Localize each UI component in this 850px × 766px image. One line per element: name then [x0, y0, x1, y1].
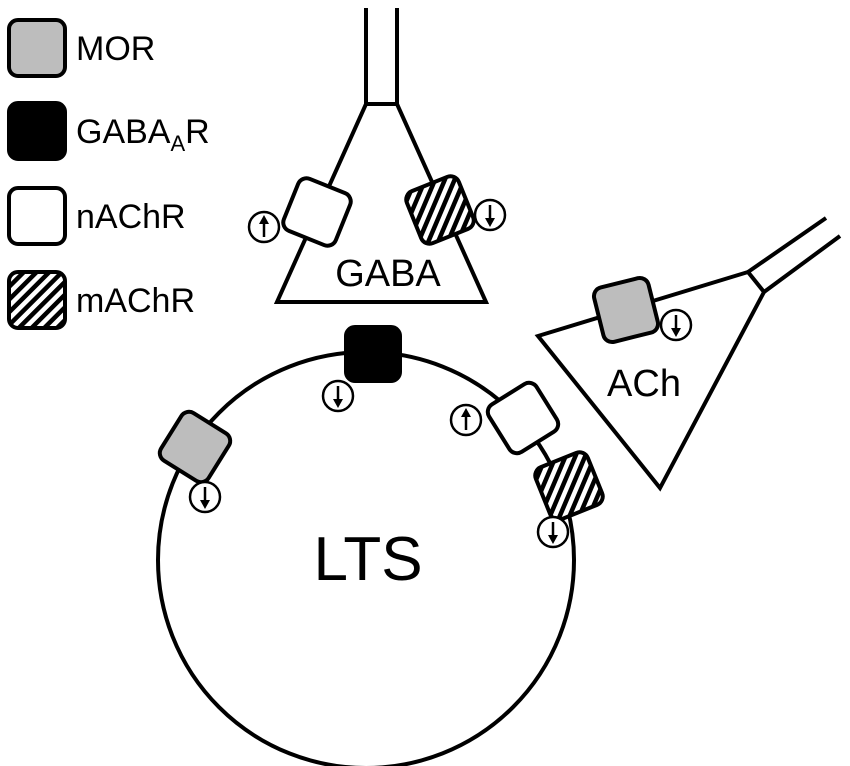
ach-axon: [746, 216, 842, 294]
legend-nachr-label: nAChR: [76, 198, 186, 236]
up-arrow-head: [461, 408, 471, 417]
down-arrow-head: [548, 535, 558, 544]
receptor-lts-mor: [157, 409, 233, 514]
up-arrow-head: [259, 215, 269, 224]
legend-mor-swatch: [7, 18, 67, 78]
receptor-lts-nachr: [449, 380, 561, 456]
machr-receptor: [404, 174, 476, 246]
legend-machr-swatch: [7, 270, 67, 330]
gaba-axon: [364, 8, 399, 104]
ach-terminal-label: ACh: [607, 363, 681, 405]
gaba-terminal-label: GABA: [335, 253, 441, 295]
down-arrow-head: [485, 218, 495, 227]
legend-gabaa-subscript: A: [170, 131, 185, 156]
legend-gabaa-main: GABA: [76, 113, 171, 151]
legend-machr-label: mAChR: [76, 282, 195, 320]
legend-gabaa-swatch: [7, 101, 67, 161]
machr-receptor: [533, 450, 605, 522]
mor-receptor: [591, 275, 661, 345]
receptor-ach-mor: [591, 275, 693, 345]
nachr-receptor: [281, 176, 353, 248]
legend-nachr-swatch: [7, 186, 67, 246]
legend-gabaa-label: GABAAR: [76, 113, 210, 156]
gabaa-receptor: [344, 325, 402, 383]
receptor-lts-machr: [533, 450, 605, 549]
ach-terminal: ACh: [534, 216, 842, 492]
nachr-receptor: [485, 380, 561, 456]
down-arrow-head: [333, 399, 343, 408]
legend-gabaa-end: R: [185, 113, 210, 151]
receptor-gaba-nachr: [247, 176, 353, 248]
down-arrow-head: [671, 328, 681, 337]
down-arrow-head: [200, 500, 210, 509]
gaba-terminal: GABA: [273, 8, 490, 304]
lts-cell-label: LTS: [313, 525, 422, 594]
legend: MOR GABAAR nAChR mAChR: [7, 18, 210, 330]
receptor-gaba-machr: [404, 174, 507, 246]
mor-receptor: [157, 409, 233, 485]
legend-mor-label: MOR: [76, 30, 155, 68]
receptor-lts-gabaa: [321, 325, 402, 413]
